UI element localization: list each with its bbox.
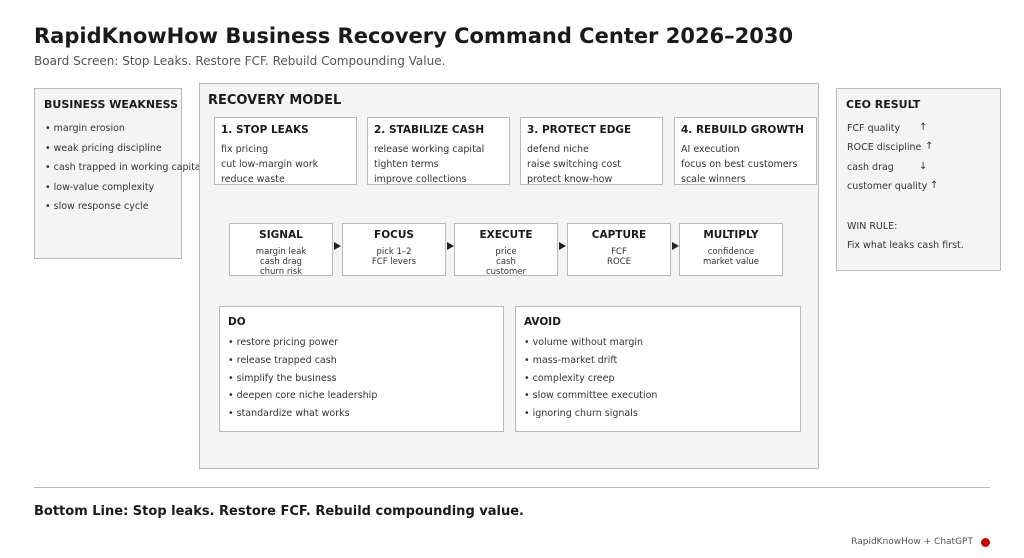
step-protect-edge: 3. PROTECT EDGE defend niche raise switc… <box>520 117 663 185</box>
avoid-item: complexity creep <box>524 373 657 391</box>
step-title: 3. PROTECT EDGE <box>527 124 632 136</box>
result-label: ROCE discipline <box>847 142 922 153</box>
bottom-line: Bottom Line: Stop leaks. Restore FCF. Re… <box>34 504 524 519</box>
flow-line: ROCE <box>607 257 631 267</box>
arrow-right-icon <box>672 242 679 250</box>
do-item: standardize what works <box>228 408 377 426</box>
flow-line: price <box>495 247 517 257</box>
avoid-box: AVOID volume without margin mass-market … <box>515 306 801 432</box>
flow-multiply: MULTIPLY confidence market value <box>679 223 783 276</box>
business-weakness-panel: BUSINESS WEAKNESS margin erosion weak pr… <box>34 88 203 259</box>
step-title: 4. REBUILD GROWTH <box>681 124 804 136</box>
win-rule-label: WIN RULE: <box>847 221 898 232</box>
result-label: customer quality <box>847 181 928 192</box>
step-line: raise switching cost <box>527 159 621 170</box>
arrow-up-icon: ↑ <box>930 180 939 191</box>
arrow-down-icon: ↓ <box>919 161 928 172</box>
weakness-item: weak pricing discipline <box>45 143 203 163</box>
step-title: 1. STOP LEAKS <box>221 124 309 136</box>
step-line: focus on best customers <box>681 159 798 170</box>
status-dot-icon <box>981 538 990 547</box>
flow-line: cash drag <box>260 257 302 267</box>
weakness-item: margin erosion <box>45 123 203 143</box>
ceo-result-title: CEO RESULT <box>846 98 921 111</box>
ceo-result-panel: CEO RESULT FCF quality ↑ ROCE discipline… <box>836 88 1001 271</box>
arrow-right-icon <box>334 242 341 250</box>
weakness-item: low-value complexity <box>45 182 203 202</box>
page-subtitle: Board Screen: Stop Leaks. Restore FCF. R… <box>34 54 446 68</box>
avoid-item: volume without margin <box>524 337 657 355</box>
page-title: RapidKnowHow Business Recovery Command C… <box>34 24 794 48</box>
arrow-up-icon: ↑ <box>919 122 928 133</box>
avoid-title: AVOID <box>524 316 561 328</box>
arrow-right-icon <box>559 242 566 250</box>
credit-text: RapidKnowHow + ChatGPT <box>851 537 973 547</box>
do-box: DO restore pricing power release trapped… <box>219 306 504 432</box>
step-line: improve collections <box>374 174 467 185</box>
result-label: cash drag <box>847 162 894 173</box>
avoid-list: volume without margin mass-market drift … <box>524 337 658 426</box>
flow-line: confidence <box>707 247 755 257</box>
step-stabilize-cash: 2. STABILIZE CASH release working capita… <box>367 117 510 185</box>
flow-execute: EXECUTE price cash customer <box>454 223 558 277</box>
step-stop-leaks: 1. STOP LEAKS fix pricing cut low-margin… <box>214 117 357 185</box>
weakness-list: margin erosion weak pricing discipline c… <box>45 123 204 221</box>
flow-line: customer <box>485 267 527 277</box>
step-line: release working capital <box>374 144 485 155</box>
avoid-item: slow committee execution <box>524 390 658 408</box>
step-line: scale winners <box>681 174 746 185</box>
step-line: protect know-how <box>527 174 613 185</box>
flow-line: FCF <box>611 247 627 257</box>
flow-line: cash <box>496 257 516 267</box>
weakness-item: cash trapped in working capital <box>45 162 204 182</box>
do-item: restore pricing power <box>228 337 377 355</box>
business-weakness-title: BUSINESS WEAKNESS <box>44 98 178 111</box>
step-line: tighten terms <box>374 159 439 170</box>
flow-title: FOCUS <box>374 229 414 241</box>
arrow-right-icon <box>447 242 454 250</box>
flow-focus: FOCUS pick 1–2 FCF levers <box>342 223 446 276</box>
flow-title: SIGNAL <box>259 229 303 241</box>
flow-signal: SIGNAL margin leak cash drag churn risk <box>229 223 333 277</box>
footer-divider <box>34 487 990 488</box>
win-rule-text: Fix what leaks cash first. <box>847 240 964 251</box>
do-title: DO <box>228 316 246 328</box>
recovery-model-panel: RECOVERY MODEL 1. STOP LEAKS fix pricing… <box>199 83 819 469</box>
do-item: deepen core niche leadership <box>228 390 378 408</box>
step-rebuild-growth: 4. REBUILD GROWTH AI execution focus on … <box>674 117 817 185</box>
flow-capture: CAPTURE FCF ROCE <box>567 223 671 276</box>
avoid-item: mass-market drift <box>524 355 657 373</box>
step-line: defend niche <box>527 144 589 155</box>
step-title: 2. STABILIZE CASH <box>374 124 485 136</box>
flow-line: churn risk <box>259 267 303 277</box>
flow-line: market value <box>702 257 760 267</box>
flow-line: FCF levers <box>371 257 417 267</box>
flow-line: pick 1–2 <box>376 247 412 257</box>
step-line: reduce waste <box>221 174 285 185</box>
result-label: FCF quality <box>847 123 901 134</box>
recovery-model-title: RECOVERY MODEL <box>208 93 342 108</box>
flow-title: MULTIPLY <box>703 229 759 241</box>
do-item: release trapped cash <box>228 355 377 373</box>
arrow-up-icon: ↑ <box>925 141 934 152</box>
do-list: restore pricing power release trapped ca… <box>228 337 378 426</box>
flow-title: EXECUTE <box>479 229 533 241</box>
step-line: cut low-margin work <box>221 159 319 170</box>
flow-line: margin leak <box>255 247 307 257</box>
avoid-item: ignoring churn signals <box>524 408 657 426</box>
step-line: fix pricing <box>221 144 269 155</box>
flow-title: CAPTURE <box>591 229 647 241</box>
step-line: AI execution <box>681 144 740 155</box>
weakness-item: slow response cycle <box>45 201 203 221</box>
do-item: simplify the business <box>228 373 377 391</box>
